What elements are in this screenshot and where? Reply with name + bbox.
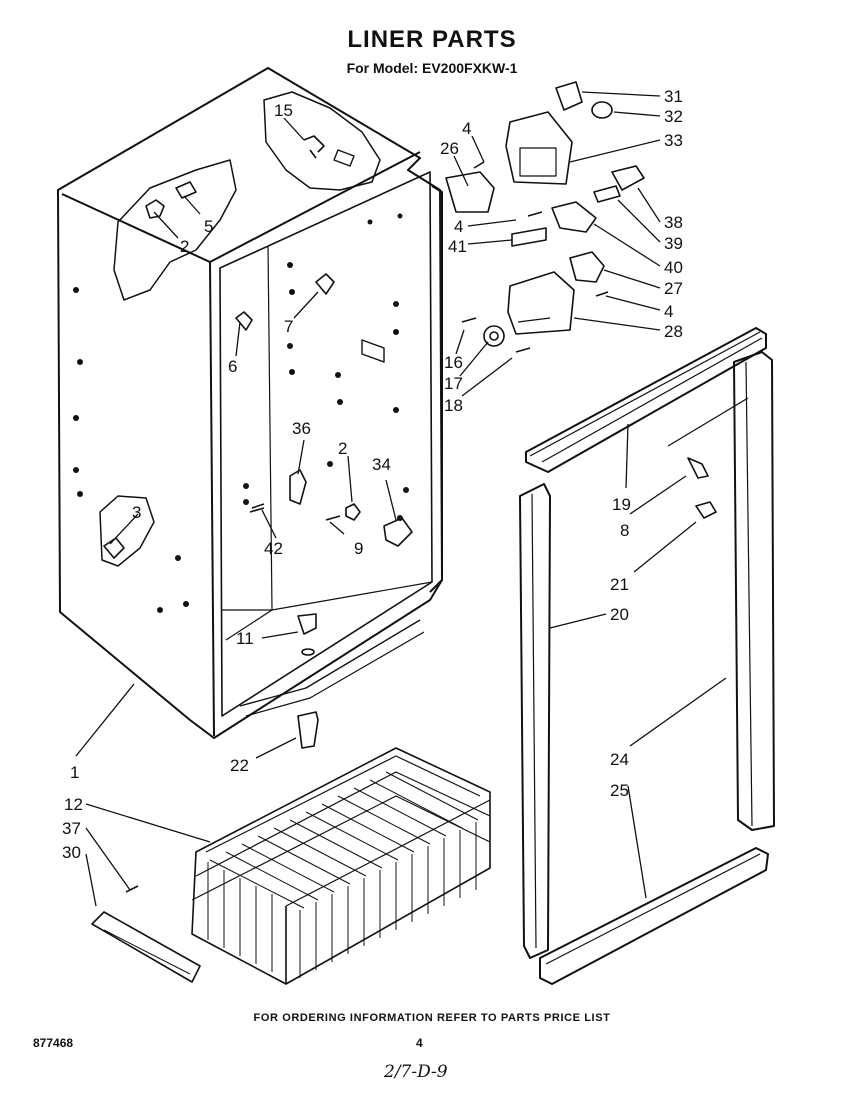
ordering-note: FOR ORDERING INFORMATION REFER TO PARTS … [253, 1012, 611, 1024]
callout-36: 36 [292, 419, 311, 438]
door-trim-parts [519, 327, 775, 985]
callout-3: 3 [132, 503, 141, 522]
callout-42: 42 [264, 539, 283, 558]
callout-33: 33 [664, 131, 683, 150]
callout-41: 41 [448, 237, 467, 256]
callout-34: 34 [372, 455, 391, 474]
callout-16: 16 [444, 353, 463, 372]
callout-38: 38 [664, 213, 683, 232]
callout-30: 30 [62, 843, 81, 862]
callout-4: 4 [664, 302, 673, 321]
page-title: LINER PARTS [347, 26, 517, 53]
handwritten-code: 2/7-D-9 [384, 1062, 448, 1082]
callout-21: 21 [610, 575, 629, 594]
callout-15: 15 [274, 101, 293, 120]
model-line: For Model: EV200FXKW-1 [346, 60, 518, 76]
callout-4: 4 [454, 217, 463, 236]
callout-26: 26 [440, 139, 459, 158]
callout-22: 22 [230, 756, 249, 775]
callout-31: 31 [664, 87, 683, 106]
page-number: 4 [416, 1036, 423, 1050]
callout-9: 9 [354, 539, 363, 558]
callout-6: 6 [228, 357, 237, 376]
callout-19: 19 [612, 495, 631, 514]
callout-11: 11 [236, 629, 254, 648]
callout-1: 1 [70, 763, 79, 782]
diagram-number: 877468 [33, 1036, 74, 1050]
control-housing-parts [445, 81, 645, 353]
callout-32: 32 [664, 107, 683, 126]
callout-7: 7 [284, 317, 293, 336]
wire-basket [191, 747, 491, 985]
callout-18: 18 [444, 396, 463, 415]
callout-25: 25 [610, 781, 629, 800]
callout-39: 39 [664, 234, 683, 253]
callout-8: 8 [620, 521, 629, 540]
callout-4: 4 [462, 119, 471, 138]
callout-5: 5 [204, 217, 213, 236]
callout-27: 27 [664, 279, 683, 298]
callout-2: 2 [180, 237, 189, 256]
callout-40: 40 [664, 258, 683, 277]
callout-12: 12 [64, 795, 83, 814]
callout-17: 17 [444, 374, 463, 393]
leader-lines [75, 91, 749, 907]
callout-labels: 31 32 33 4 26 15 5 2 38 39 4 41 40 27 4 … [62, 87, 683, 862]
callout-28: 28 [664, 322, 683, 341]
cabinet-small-parts [103, 135, 413, 749]
callout-24: 24 [610, 750, 629, 769]
callout-20: 20 [610, 605, 629, 624]
liner-cabinet [57, 67, 443, 739]
basket-support-rail [91, 885, 201, 983]
callout-2: 2 [338, 439, 347, 458]
callout-37: 37 [62, 819, 81, 838]
